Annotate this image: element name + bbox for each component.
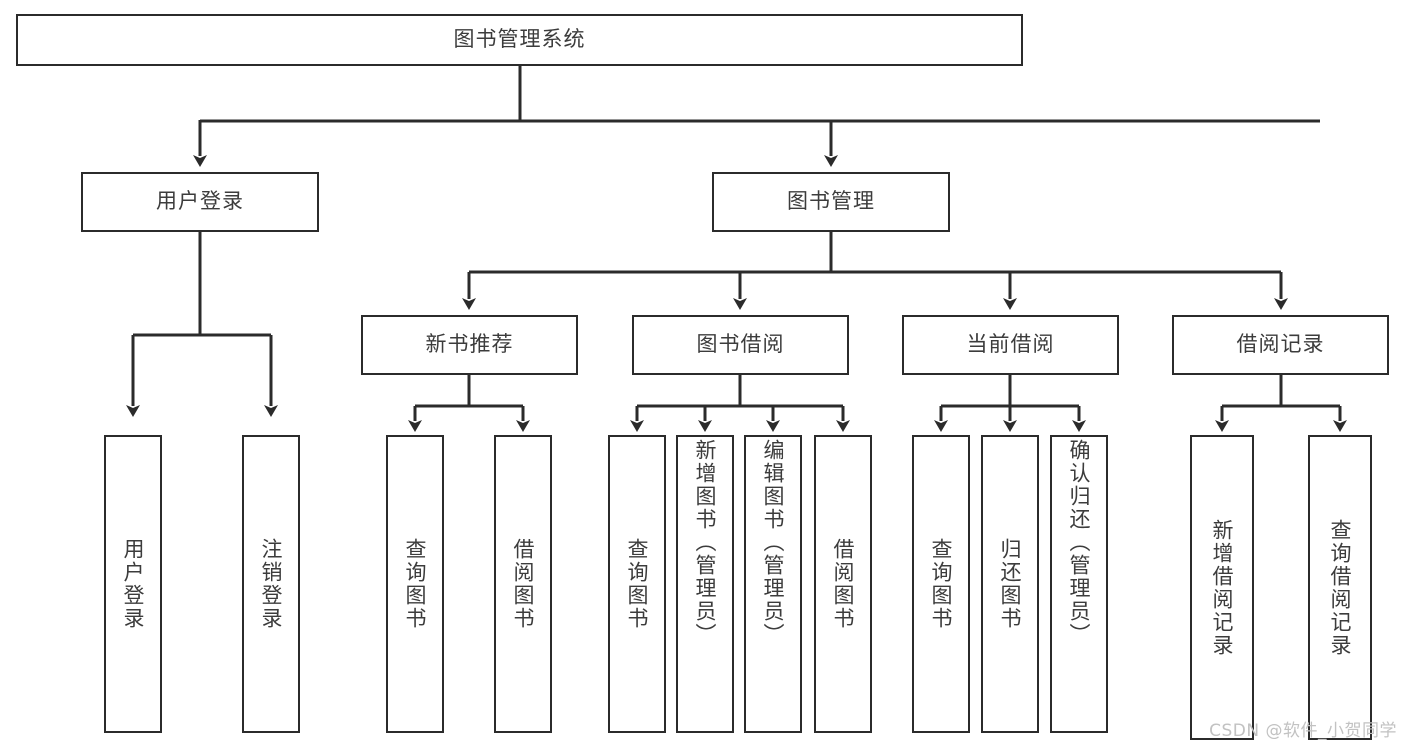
node-label: 借阅图书 [511, 538, 536, 630]
leaf-borrow-books-recommendation[interactable]: 借阅图书 [494, 435, 552, 733]
node-label: 图书管理系统 [453, 27, 586, 52]
node-book-borrowing[interactable]: 图书借阅 [632, 315, 849, 375]
leaf-add-borrowing-record[interactable]: 新增借阅记录 [1190, 435, 1254, 740]
node-current-borrowing[interactable]: 当前借阅 [902, 315, 1119, 375]
leaf-confirm-return-admin[interactable]: 确认归还（管理员） [1050, 435, 1108, 733]
leaf-edit-book-admin[interactable]: 编辑图书（管理员） [744, 435, 802, 733]
node-label: 新书推荐 [425, 332, 514, 357]
node-label: 新增图书（管理员） [693, 439, 718, 646]
node-label: 用户登录 [121, 538, 146, 630]
csdn-watermark: CSDN @软件_小贺同学 [1209, 721, 1397, 741]
leaf-query-books-borrowing[interactable]: 查询图书 [608, 435, 666, 733]
node-label: 确认归还（管理员） [1067, 439, 1092, 646]
node-label: 编辑图书（管理员） [761, 439, 786, 646]
leaf-query-books-current[interactable]: 查询图书 [912, 435, 970, 733]
node-label: 查询图书 [929, 538, 954, 630]
node-label: 用户登录 [156, 189, 244, 214]
leaf-logout[interactable]: 注销登录 [242, 435, 300, 733]
leaf-borrow-books-borrowing[interactable]: 借阅图书 [814, 435, 872, 733]
node-label: 新增借阅记录 [1210, 518, 1235, 657]
node-label: 查询图书 [625, 538, 650, 630]
leaf-query-books-recommendation[interactable]: 查询图书 [386, 435, 444, 733]
leaf-add-book-admin[interactable]: 新增图书（管理员） [676, 435, 734, 733]
node-new-book-recommendation[interactable]: 新书推荐 [361, 315, 578, 375]
node-label: 查询借阅记录 [1328, 518, 1353, 657]
node-borrowing-records[interactable]: 借阅记录 [1172, 315, 1389, 375]
node-label: 当前借阅 [966, 332, 1055, 357]
leaf-return-books[interactable]: 归还图书 [981, 435, 1039, 733]
node-label: 注销登录 [259, 538, 284, 630]
node-book-management[interactable]: 图书管理 [712, 172, 950, 232]
node-root-book-management-system[interactable]: 图书管理系统 [16, 14, 1023, 66]
leaf-query-borrowing-record[interactable]: 查询借阅记录 [1308, 435, 1372, 740]
node-label: 查询图书 [403, 538, 428, 630]
node-label: 图书管理 [787, 189, 875, 214]
node-label: 图书借阅 [696, 332, 785, 357]
node-label: 借阅记录 [1236, 332, 1325, 357]
node-label: 归还图书 [998, 538, 1023, 630]
leaf-user-login[interactable]: 用户登录 [104, 435, 162, 733]
node-user-login[interactable]: 用户登录 [81, 172, 319, 232]
node-label: 借阅图书 [831, 538, 856, 630]
